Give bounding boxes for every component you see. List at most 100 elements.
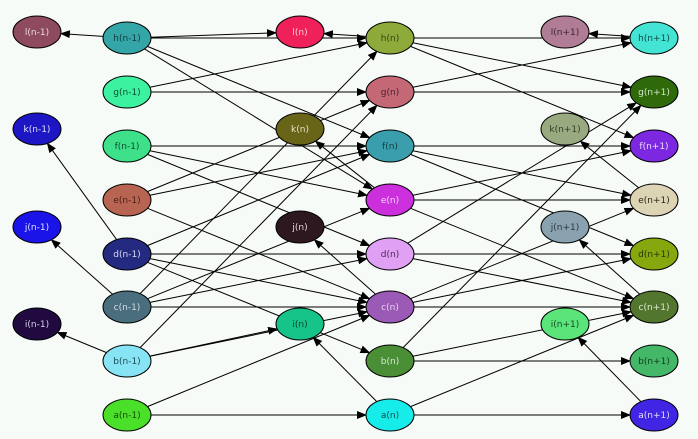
node-ellipse	[365, 290, 415, 324]
node-label: j(n-1)	[24, 223, 49, 233]
node-ellipse	[12, 112, 62, 146]
edge-g_nm1-to-h_n	[149, 40, 369, 88]
node-ellipse	[629, 237, 679, 271]
node-ellipse	[12, 15, 62, 49]
node-ellipse	[102, 129, 152, 163]
node-ellipse	[540, 112, 590, 146]
node-c-np1[interactable]: c(n+1)	[629, 290, 679, 324]
node-label: k(n-1)	[24, 125, 51, 135]
node-c-n[interactable]: c(n)	[365, 290, 415, 324]
node-h-nm1[interactable]: h(n-1)	[102, 21, 152, 55]
node-label: b(n-1)	[113, 357, 140, 367]
node-j-n[interactable]: j(n)	[275, 210, 325, 244]
node-ellipse	[540, 210, 590, 244]
edge-a_n-to-c_np1	[410, 314, 635, 408]
node-f-np1[interactable]: f(n+1)	[629, 129, 679, 163]
node-ellipse	[365, 129, 415, 163]
node-label: b(n+1)	[638, 357, 670, 367]
node-label: d(n+1)	[638, 250, 670, 260]
edge-layer	[46, 29, 642, 419]
node-ellipse	[102, 398, 152, 432]
node-label: d(n)	[381, 250, 399, 260]
node-c-nm1[interactable]: c(n-1)	[102, 290, 152, 324]
node-l-np1[interactable]: l(n+1)	[540, 15, 590, 49]
node-label: h(n)	[381, 34, 399, 44]
node-ellipse	[540, 307, 590, 341]
node-i-np1[interactable]: i(n+1)	[540, 307, 590, 341]
node-ellipse	[12, 210, 62, 244]
edge-b_nm1-to-g_n	[139, 104, 378, 348]
node-label: b(n)	[381, 357, 399, 367]
node-f-n[interactable]: f(n)	[365, 129, 415, 163]
node-ellipse	[365, 21, 415, 55]
edge-c_n-to-d_np1	[412, 256, 632, 303]
node-ellipse	[629, 183, 679, 217]
edge-b_nm1-to-i_nm1	[56, 331, 107, 354]
node-label: h(n-1)	[113, 34, 140, 44]
node-ellipse	[365, 344, 415, 378]
node-label: k(n)	[291, 125, 309, 135]
edge-c_nm1-to-h_n	[139, 50, 378, 294]
node-i-n[interactable]: i(n)	[275, 307, 325, 341]
node-ellipse	[102, 21, 152, 55]
node-ellipse	[102, 290, 152, 324]
node-ellipse	[365, 75, 415, 109]
node-label: i(n)	[292, 320, 307, 330]
node-a-np1[interactable]: a(n+1)	[629, 398, 679, 432]
node-ellipse	[275, 307, 325, 341]
node-g-nm1[interactable]: g(n-1)	[102, 75, 152, 109]
node-e-n[interactable]: e(n)	[365, 183, 415, 217]
node-j-np1[interactable]: j(n+1)	[540, 210, 590, 244]
node-k-np1[interactable]: k(n+1)	[540, 112, 590, 146]
node-label: f(n-1)	[115, 142, 140, 152]
node-f-nm1[interactable]: f(n-1)	[102, 129, 152, 163]
edge-a_nm1-to-c_n	[147, 314, 371, 408]
node-label: d(n-1)	[113, 250, 140, 260]
node-l-nm1[interactable]: l(n-1)	[12, 15, 62, 49]
node-h-n[interactable]: h(n)	[365, 21, 415, 55]
node-label: k(n+1)	[549, 125, 580, 135]
edge-a_np1-to-i_np1	[577, 336, 642, 402]
node-ellipse	[629, 129, 679, 163]
node-label: l(n-1)	[25, 28, 49, 38]
node-label: e(n-1)	[113, 196, 140, 206]
edge-d_nm1-to-f_n	[147, 153, 371, 247]
edge-h_nm1-to-l_n	[150, 29, 277, 38]
node-l-n[interactable]: l(n)	[275, 15, 325, 49]
node-j-nm1[interactable]: j(n-1)	[12, 210, 62, 244]
node-g-np1[interactable]: g(n+1)	[629, 75, 679, 109]
node-label: g(n-1)	[113, 88, 140, 98]
node-e-np1[interactable]: e(n+1)	[629, 183, 679, 217]
edge-d_nm1-to-k_nm1	[46, 142, 118, 240]
node-ellipse	[102, 183, 152, 217]
node-layer: l(n-1) k(n-1) j(n-1) i(n-1) h(n-1) g(n-1) f(n-…	[12, 15, 679, 432]
node-label: a(n)	[381, 411, 399, 421]
node-ellipse	[275, 112, 325, 146]
node-h-np1[interactable]: h(n+1)	[629, 21, 679, 55]
node-e-nm1[interactable]: e(n-1)	[102, 183, 152, 217]
edge-c_nm1-to-e_n	[147, 207, 371, 300]
node-label: j(n)	[291, 223, 307, 233]
node-ellipse	[365, 237, 415, 271]
node-d-n[interactable]: d(n)	[365, 237, 415, 271]
node-i-nm1[interactable]: i(n-1)	[12, 307, 62, 341]
node-label: a(n-1)	[113, 411, 140, 421]
node-b-n[interactable]: b(n)	[365, 344, 415, 378]
node-b-nm1[interactable]: b(n-1)	[102, 344, 152, 378]
node-k-n[interactable]: k(n)	[275, 112, 325, 146]
node-label: j(n+1)	[550, 223, 580, 233]
node-b-np1[interactable]: b(n+1)	[629, 344, 679, 378]
node-ellipse	[629, 290, 679, 324]
node-d-nm1[interactable]: d(n-1)	[102, 237, 152, 271]
node-d-np1[interactable]: d(n+1)	[629, 237, 679, 271]
node-a-nm1[interactable]: a(n-1)	[102, 398, 152, 432]
node-label: i(n+1)	[551, 320, 580, 330]
node-k-nm1[interactable]: k(n-1)	[12, 112, 62, 146]
edge-h_nm1-to-l_nm1	[59, 30, 104, 39]
node-a-n[interactable]: a(n)	[365, 398, 415, 432]
edge-b_nm1-to-i_n	[149, 326, 279, 357]
node-label: f(n)	[382, 142, 398, 152]
node-g-n[interactable]: g(n)	[365, 75, 415, 109]
node-ellipse	[275, 15, 325, 49]
edge-e_n-to-k_n	[314, 140, 375, 189]
